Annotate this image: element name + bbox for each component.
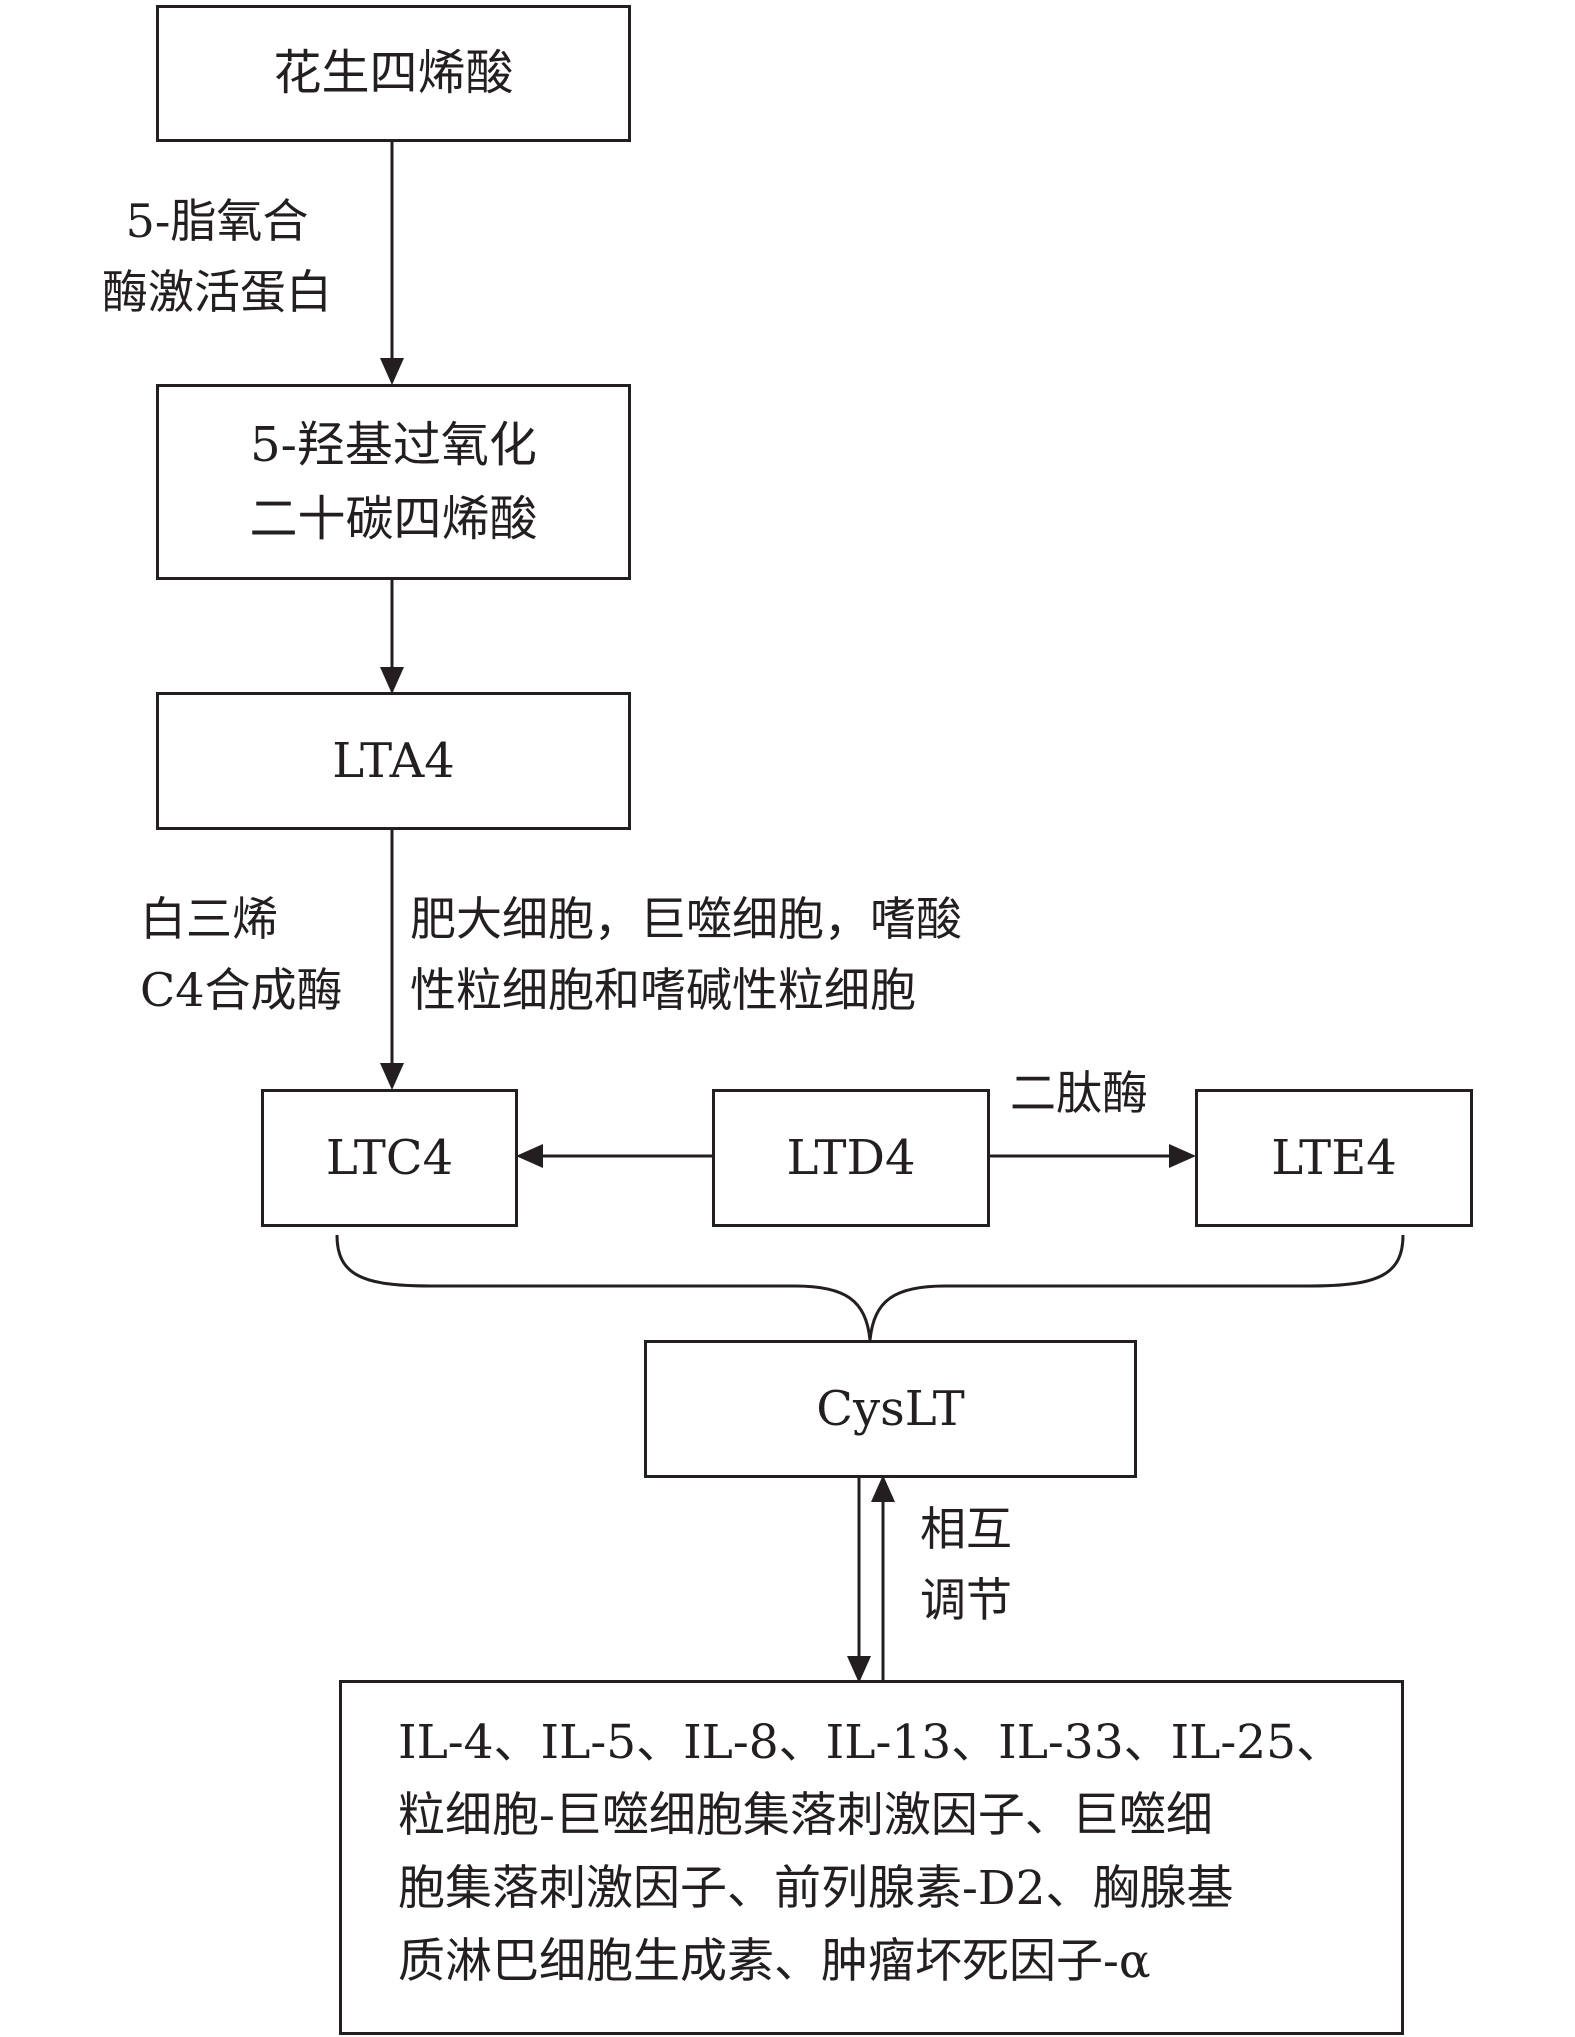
node-ltc4: LTC4 (261, 1089, 518, 1227)
node-lta4: LTA4 (156, 692, 631, 830)
label-flap-line-2: 酶激活蛋白 (102, 265, 332, 320)
label-mutual-regulation: 相互 调节 (920, 1494, 1012, 1637)
node-hpete-line-1: 5-羟基过氧化 (250, 416, 537, 473)
label-cell-types: 肥大细胞，巨噬细胞，嗜酸 性粒细胞和嗜碱性粒细胞 (410, 884, 962, 1027)
label-mutual-regulation-line-1: 相互 (920, 1502, 1012, 1556)
label-ltc4-synthase: 白三烯 C4合成酶 (140, 884, 342, 1027)
node-ltc4-text: LTC4 (325, 1129, 454, 1186)
arrowhead-ltc4-left (516, 1144, 543, 1168)
node-cytokines-line-3: 胞集落刺激因子、前列腺素-D2、胸腺基 (398, 1860, 1234, 1916)
label-dipeptidase-text: 二肽酶 (1010, 1066, 1148, 1120)
node-cytokines: IL-4、IL-5、IL-8、IL-13、IL-33、IL-25、 粒细胞-巨噬… (339, 1680, 1404, 2035)
arrowhead-hpete (380, 358, 404, 385)
node-cytokines-line-4: 质淋巴细胞生成素、肿瘤坏死因子-α (398, 1933, 1151, 1989)
arrowhead-lta4 (380, 667, 404, 694)
node-ltd4: LTD4 (712, 1089, 990, 1227)
label-flap-line-1: 5-脂氧合 (125, 194, 309, 248)
node-cytokines-line-2: 粒细胞-巨噬细胞集落刺激因子、巨噬细 (398, 1787, 1213, 1843)
node-cyslt: CysLT (644, 1340, 1137, 1478)
group-brace (335, 1234, 1405, 1341)
node-ltd4-text: LTD4 (786, 1129, 916, 1186)
node-lta4-text: LTA4 (332, 732, 455, 789)
node-cyslt-text: CysLT (816, 1380, 965, 1437)
label-ltc4-synthase-line-2: C4合成酶 (140, 963, 343, 1018)
label-mutual-regulation-line-2: 调节 (920, 1573, 1012, 1628)
node-lte4: LTE4 (1195, 1089, 1473, 1227)
label-cell-types-line-1: 肥大细胞，巨噬细胞，嗜酸 (410, 892, 962, 946)
node-lte4-text: LTE4 (1271, 1129, 1397, 1186)
arrowhead-down-cytokines (847, 1656, 871, 1683)
arrowhead-up-cyslt (871, 1475, 895, 1502)
label-cell-types-line-2: 性粒细胞和嗜碱性粒细胞 (410, 963, 916, 1018)
arrowhead-ltc4 (380, 1063, 404, 1090)
node-hpete: 5-羟基过氧化 二十碳四烯酸 (156, 384, 631, 580)
label-flap: 5-脂氧合 酶激活蛋白 (102, 186, 332, 329)
node-cytokines-line-1: IL-4、IL-5、IL-8、IL-13、IL-33、IL-25、 (398, 1715, 1344, 1770)
node-arachidonic-acid: 花生四烯酸 (156, 5, 631, 142)
node-hpete-line-2: 二十碳四烯酸 (249, 491, 538, 547)
label-ltc4-synthase-line-1: 白三烯 (140, 892, 278, 946)
label-dipeptidase: 二肽酶 (1010, 1058, 1148, 1129)
arrowhead-lte4-right (1169, 1144, 1196, 1168)
node-arachidonic-acid-text: 花生四烯酸 (273, 45, 514, 102)
